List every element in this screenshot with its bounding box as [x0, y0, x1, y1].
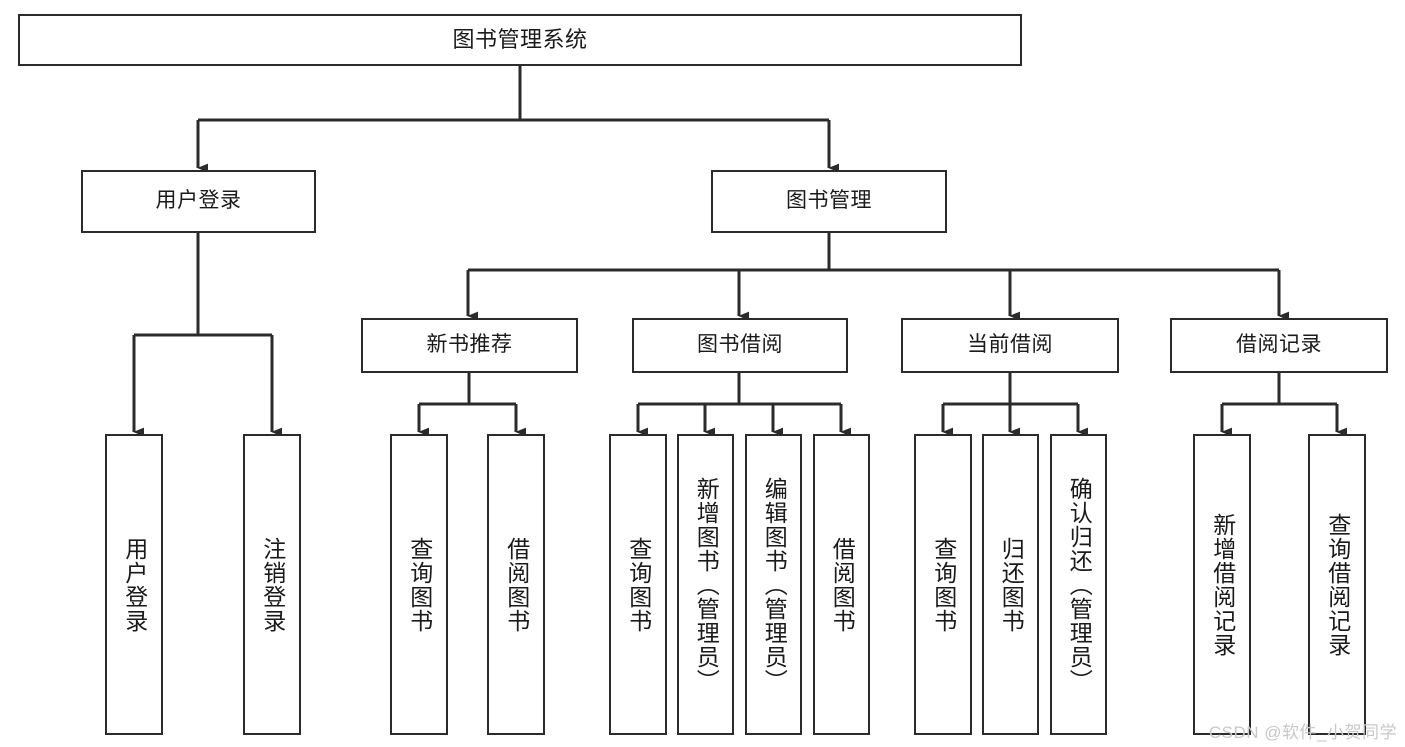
leaf-borrow-add-book-admin[interactable]: 新增图书（管理员） — [677, 434, 734, 735]
node-label: 查询图书 — [625, 536, 652, 633]
node-label: 注销登录 — [259, 536, 286, 633]
node-label: 图书借阅 — [697, 333, 783, 357]
node-label: 图书管理 — [786, 189, 872, 213]
node-label: 借阅图书 — [829, 536, 856, 633]
leaf-borrow-borrow-book[interactable]: 借阅图书 — [813, 434, 870, 735]
leaf-recommend-query-book[interactable]: 查询图书 — [390, 434, 448, 735]
leaf-borrow-edit-book-admin[interactable]: 编辑图书（管理员） — [745, 434, 802, 735]
node-book-borrow[interactable]: 图书借阅 — [632, 318, 848, 373]
node-label: 确认归还（管理员） — [1066, 476, 1093, 693]
node-label: 归还图书 — [998, 536, 1025, 633]
node-user-login[interactable]: 用户登录 — [81, 170, 316, 233]
leaf-user-login-login[interactable]: 用户登录 — [105, 434, 163, 735]
leaf-recommend-borrow-book[interactable]: 借阅图书 — [487, 434, 545, 735]
leaf-record-query-record[interactable]: 查询借阅记录 — [1308, 434, 1366, 735]
node-borrow-record[interactable]: 借阅记录 — [1170, 318, 1388, 373]
leaf-record-add-record[interactable]: 新增借阅记录 — [1193, 434, 1251, 735]
csdn-watermark: CSDN @软件_小贺同学 — [1208, 723, 1397, 742]
node-label: 新增图书（管理员） — [693, 476, 720, 693]
node-label: 当前借阅 — [967, 333, 1053, 357]
node-label: 图书管理系统 — [452, 27, 588, 53]
leaf-current-return-book[interactable]: 归还图书 — [982, 434, 1039, 735]
node-label: 借阅图书 — [503, 536, 530, 633]
leaf-user-login-logout[interactable]: 注销登录 — [243, 434, 301, 735]
node-label: 编辑图书（管理员） — [761, 476, 788, 693]
leaf-current-confirm-return-admin[interactable]: 确认归还（管理员） — [1050, 434, 1107, 735]
node-label: 新书推荐 — [426, 333, 513, 357]
node-current-borrow[interactable]: 当前借阅 — [901, 318, 1119, 373]
node-root-system[interactable]: 图书管理系统 — [18, 14, 1022, 66]
node-label: 用户登录 — [121, 536, 148, 633]
node-label: 新增借阅记录 — [1209, 512, 1236, 657]
node-label: 查询图书 — [930, 536, 957, 633]
node-book-management[interactable]: 图书管理 — [711, 170, 947, 233]
leaf-borrow-query-book[interactable]: 查询图书 — [609, 434, 667, 735]
leaf-current-query-book[interactable]: 查询图书 — [914, 434, 972, 735]
node-label: 借阅记录 — [1236, 333, 1322, 357]
node-label: 用户登录 — [155, 189, 242, 213]
node-label: 查询借阅记录 — [1324, 512, 1351, 657]
node-label: 查询图书 — [406, 536, 433, 633]
node-new-book-recommend[interactable]: 新书推荐 — [361, 318, 578, 373]
